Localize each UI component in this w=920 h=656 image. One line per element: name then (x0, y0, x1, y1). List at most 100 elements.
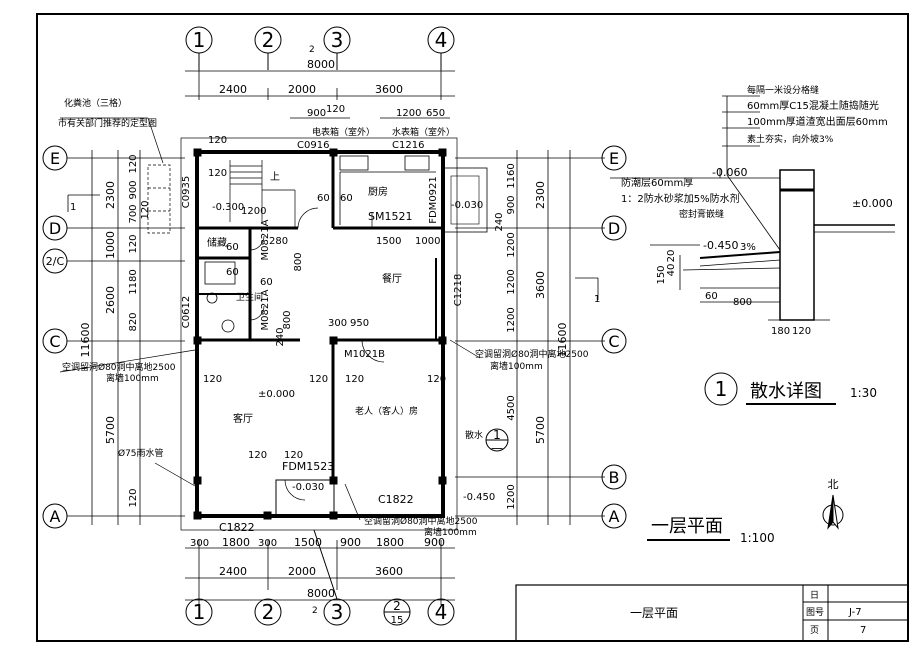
inner-dim-1200: 1200 (241, 206, 266, 217)
note-electric-meter: 电表箱（室外） (312, 126, 375, 138)
top-total-mark: 2 (309, 45, 315, 55)
level-pm-0000: ±0.000 (258, 389, 295, 400)
left-sub-120b: 120 (140, 200, 151, 219)
sheet-border (36, 13, 909, 642)
note-apron: 散水 (465, 429, 483, 441)
axis-label-top-4: 4 (435, 28, 448, 52)
axis-label-left-D: D (49, 219, 61, 238)
axis-label-left-2C: 2/C (46, 255, 65, 268)
window-c1822-b: C1822 (378, 493, 414, 506)
level-minus-0030-a: -0.030 (451, 200, 483, 211)
note-ac-hole-2b: 离墙100mm (490, 360, 543, 372)
left-span-5700: 5700 (104, 416, 117, 444)
room-living: 客厅 (233, 412, 253, 425)
right-sub-4500: 4500 (506, 395, 517, 420)
detail-dim-120: 120 (792, 326, 811, 337)
bottom-total-mark: 2 (312, 606, 318, 616)
right-sub-1200-c: 1200 (506, 307, 517, 332)
window-c0935: C0935 (181, 176, 192, 208)
axis-label-bottom-4: 4 (435, 600, 448, 624)
window-c0916: C0916 (297, 140, 329, 151)
axis-label-left-E: E (50, 149, 60, 168)
top-sub-dim-900: 900 (307, 108, 326, 119)
detail-callout-1: 每隔一米设分格缝 (747, 84, 819, 96)
index-mark-num: 2 (393, 599, 401, 613)
inner-dim-280: 280 (269, 236, 288, 247)
title-block (515, 584, 909, 642)
inner-dim-120-a: 120 (208, 168, 227, 179)
door-m1021b: M1021B (344, 349, 385, 360)
detail-title: 散水详图 (750, 381, 822, 402)
left-sub-820: 820 (128, 312, 139, 331)
inner-dim-120-f: 120 (427, 374, 446, 385)
note-ac-hole-3: 空调留洞Ø80洞中离地2500 (364, 515, 478, 527)
left-total-dim: 11600 (79, 323, 92, 358)
detail-callout-2: 60mm厚C15混凝土随捣随光 (747, 99, 879, 112)
right-sub-1200-b: 1200 (506, 269, 517, 294)
bottom-sub-900-a: 900 (340, 536, 361, 549)
north-label: 北 (828, 478, 839, 491)
title-block-drawing-no: J-7 (848, 607, 862, 618)
north-arrow (822, 494, 844, 530)
apron-detail-drawing (610, 95, 895, 321)
note-downpipe: Ø75雨水管 (118, 447, 164, 459)
right-total-dim: 11600 (556, 323, 569, 358)
inner-dim-60-e: 60 (260, 277, 273, 288)
detail-dim-800: 800 (733, 297, 752, 308)
title-block-drawing-name: 一层平面 (630, 606, 678, 620)
title-block-page-no: 7 (860, 625, 866, 636)
inner-dim-60-a: 60 (317, 193, 330, 204)
right-sub-900: 900 (506, 195, 517, 214)
note-ac-hole-3b: 离墙100mm (424, 526, 477, 538)
level-minus-0450: -0.450 (463, 492, 495, 503)
stair-up: 上 (270, 171, 280, 183)
detail-scale: 1:30 (850, 386, 877, 400)
inner-dim-120-c: 120 (203, 374, 222, 385)
right-sub-1160: 1160 (506, 163, 517, 188)
inner-dim-800-b: 800 (282, 310, 293, 329)
bottom-span-2400: 2400 (219, 565, 247, 578)
right-span-2300: 2300 (534, 181, 547, 209)
left-sub-1180: 1180 (128, 269, 139, 294)
right-dimension-lines (455, 150, 605, 525)
left-sub-700: 700 (128, 204, 139, 223)
top-span-dim-2: 2000 (288, 83, 316, 96)
axis-label-right-C: C (608, 332, 619, 351)
left-span-2600: 2600 (104, 286, 117, 314)
inner-dim-1000: 1000 (415, 236, 440, 247)
septic-note-2: 市有关部门推荐的定型图 (58, 117, 157, 129)
door-m0821a-2: M0821A (260, 289, 271, 330)
inner-dim-1500: 1500 (376, 236, 401, 247)
inner-dim-120-e: 120 (345, 374, 364, 385)
inner-dim-120-h: 120 (284, 450, 303, 461)
detail-dim-20: 20 (666, 250, 677, 263)
note-ac-hole-1b: 离墙100mm (106, 372, 159, 384)
title-block-key-3: 页 (810, 625, 819, 636)
top-dimension-lines (185, 66, 455, 119)
title-block-key-2: 图号 (806, 607, 824, 618)
detail-note-damp: 防潮层60mm厚 (621, 176, 693, 189)
left-span-1000: 1000 (104, 231, 117, 259)
window-c1822-a: C1822 (219, 521, 255, 534)
left-sub-120d: 120 (128, 488, 139, 507)
axis-label-top-1: 1 (193, 28, 206, 52)
detail-dim-150: 150 (656, 265, 667, 284)
door-fdm0921: FDM0921 (428, 176, 439, 224)
right-sub-240: 240 (494, 212, 505, 231)
axis-label-top-3: 3 (331, 28, 344, 52)
axis-label-left-C: C (49, 332, 60, 351)
axis-label-bottom-3: 3 (331, 600, 344, 624)
bottom-sub-1800-a: 1800 (222, 536, 250, 549)
bottom-sub-300-b: 300 (258, 538, 277, 549)
index-mark-sub: 15 (391, 615, 404, 626)
inner-dim-60-b: 60 (340, 193, 353, 204)
bottom-span-2000: 2000 (288, 565, 316, 578)
left-dimension-lines (67, 150, 185, 525)
detail-dim-40: 40 (666, 264, 677, 277)
window-c0612: C0612 (181, 296, 192, 328)
door-m0821a: M0821A (260, 219, 271, 260)
bottom-sub-1500: 1500 (294, 536, 322, 549)
left-section-mark: 1 (70, 202, 76, 213)
note-water-meter: 水表箱（室外） (392, 126, 455, 138)
detail-level-0060: -0.060 (712, 166, 747, 179)
